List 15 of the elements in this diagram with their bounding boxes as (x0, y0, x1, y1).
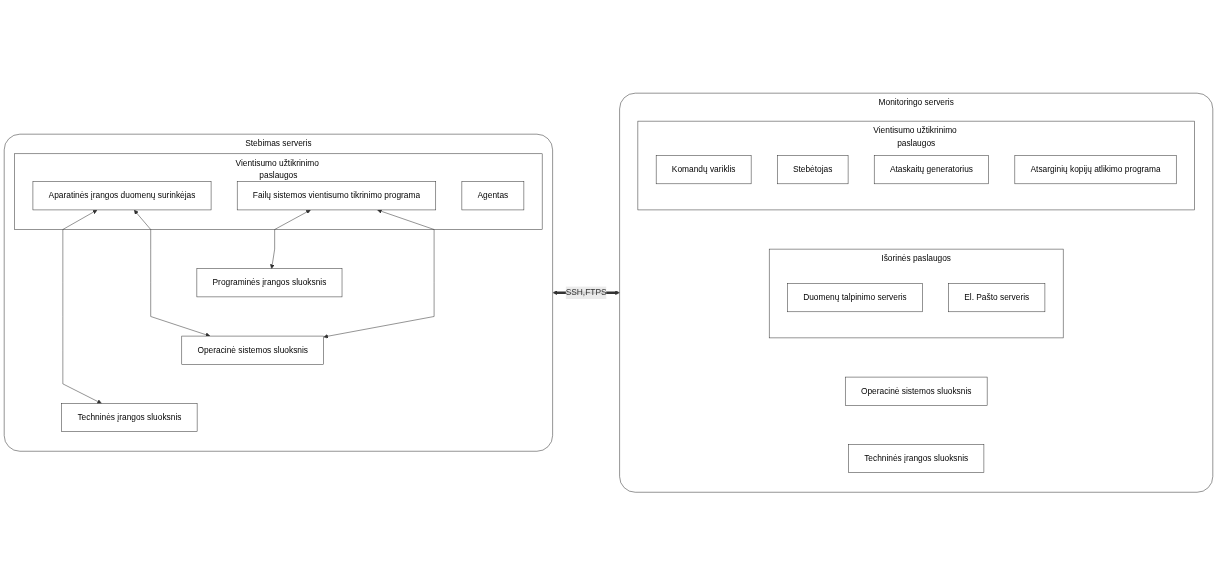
node-box: Techninės įrangos sluoksnis (848, 444, 985, 473)
node-box: Ataskaitų generatorius (873, 155, 989, 184)
node-box: El. Pašto serveris (948, 283, 1046, 312)
node-box: Operacinė sistemos sluoksnis (181, 335, 324, 365)
node-box: Agentas (461, 181, 525, 210)
edge-label: SSH,FTPS (565, 287, 607, 297)
node-box: Atsarginių kopijų atlikimo programa (1014, 155, 1177, 184)
node-box: Operacinė sistemos sluoksnis (845, 376, 988, 406)
node-box: Stebėtojas (777, 155, 849, 184)
node-box: Duomenų talpinimo serveris (787, 283, 923, 312)
node-box: Failų sistemos vientisumo tikrinimo programa (236, 181, 436, 210)
node-box: Aparatinės įrangos duomenų surinkėjas (32, 181, 212, 210)
node-box: Programinės įrangos sluoksnis (196, 268, 343, 297)
node-box: Komandų variklis (655, 155, 752, 184)
node-box: Techninės įrangos sluoksnis (61, 403, 198, 432)
